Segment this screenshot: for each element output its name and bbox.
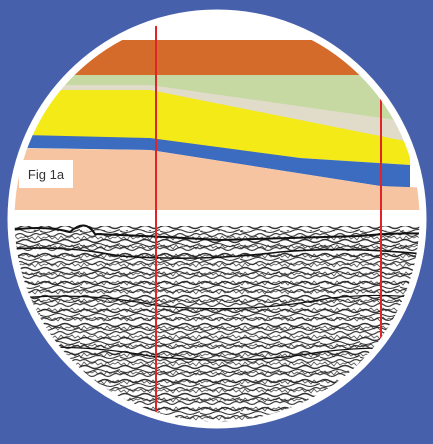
- layer-yellow: [25, 90, 410, 165]
- seismic-section: [11, 224, 423, 425]
- layer-blue: [25, 135, 410, 188]
- figure-label: Fig 1a: [19, 160, 73, 188]
- layer-salmon: [11, 148, 423, 210]
- seafloor-reflector: [11, 224, 423, 242]
- circle-ring: [7, 9, 427, 429]
- layer-orange: [40, 40, 410, 75]
- cross-section-layers: [11, 40, 423, 210]
